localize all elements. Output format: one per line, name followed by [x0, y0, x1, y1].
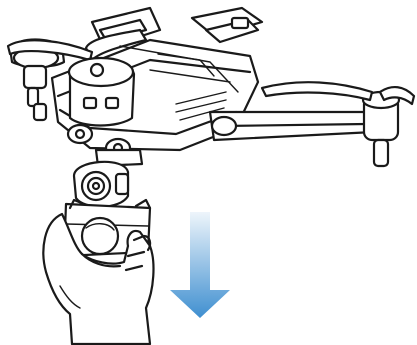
leg-left [34, 104, 46, 120]
down-arrow-icon [170, 212, 230, 318]
top-dome [69, 58, 134, 126]
arm-back-right [192, 8, 262, 42]
drone-icon [8, 8, 414, 166]
gimbal-camera-icon [74, 150, 142, 207]
